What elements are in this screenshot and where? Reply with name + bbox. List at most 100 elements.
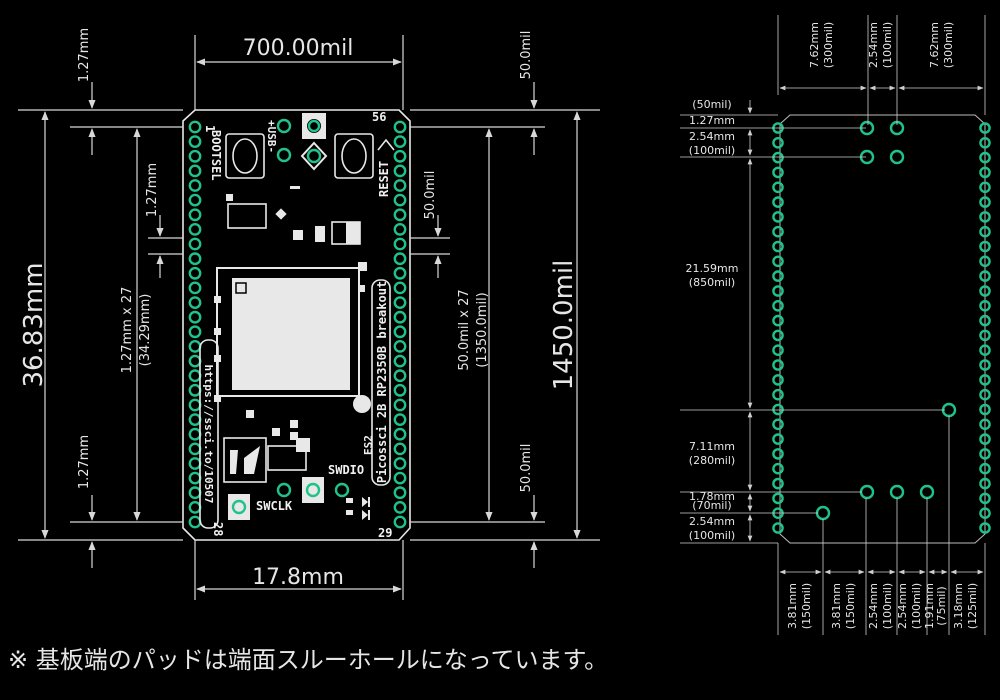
edge-pad [393, 398, 407, 412]
url-label: https://ssci.to/10507 [202, 364, 215, 503]
bootsel-button-outline [225, 133, 265, 179]
edge-pad [979, 433, 991, 445]
edge-pad [393, 281, 407, 295]
edge-pad [772, 433, 784, 445]
edge-pad [979, 448, 991, 460]
edge-pad [979, 418, 991, 431]
swclk-label: SWCLK [256, 499, 293, 513]
rv-left-label-4-mm: 7.11mm [689, 440, 735, 453]
edge-pad [979, 151, 991, 164]
left-inner-small-label: 1.27mm [145, 163, 160, 217]
left-pitch-label-2: (34.29mm) [138, 294, 153, 367]
edge-pad [188, 325, 202, 339]
rv-left-label-2-mm: 2.54mm [689, 130, 735, 143]
edge-pad [188, 135, 202, 149]
left-view: 700.00mil 17.8mm 36.83mm 1.27mm 1.27mm [18, 28, 600, 600]
edge-pad [188, 120, 202, 134]
right-view-right-pads [979, 122, 991, 534]
edge-pad [393, 325, 407, 339]
dimension-drawing: 700.00mil 17.8mm 36.83mm 1.27mm 1.27mm [18, 15, 991, 635]
edge-pad [188, 398, 202, 412]
edge-pad [188, 427, 202, 441]
edge-pad [772, 151, 784, 164]
edge-pad [772, 166, 784, 179]
edge-pad [393, 120, 407, 134]
edge-pad [979, 329, 991, 342]
edge-pad [188, 413, 202, 426]
rv-left-label-0-mil: (50mil) [692, 98, 731, 111]
edge-pad [188, 354, 202, 368]
right-board-outline [779, 114, 986, 544]
swdio-label: SWDIO [328, 463, 364, 477]
edge-pad [979, 522, 991, 534]
edge-pad [979, 181, 991, 194]
right-height-label: 1450.0mil [549, 260, 579, 391]
right-inner-small-label: 50.0mil [423, 171, 438, 220]
edge-pad [393, 413, 407, 426]
edge-pad [393, 296, 407, 309]
edge-pad [772, 388, 784, 401]
edge-pad [393, 310, 407, 324]
right-view-left-pads [772, 122, 784, 534]
edge-pad [393, 266, 407, 280]
edge-pad [188, 149, 202, 163]
bottom-width-label: 17.8mm [252, 565, 344, 590]
edge-pad [772, 522, 784, 534]
rv-bottom-label-0-mm: 3.81mm [786, 583, 799, 629]
edge-pad [393, 486, 407, 500]
edge-pad [393, 442, 407, 456]
edge-pad [393, 369, 407, 383]
rv-left-label-5-mil: (70mil) [692, 499, 731, 512]
edge-pad [772, 403, 784, 416]
edge-pad [979, 507, 991, 520]
edge-pad [772, 418, 784, 431]
pin56-label: 56 [372, 110, 386, 124]
board-name-label: Picossci 2B RP2350B breakout [375, 281, 389, 483]
left-edge-pads [188, 120, 202, 529]
rv-left-label-3-mil: (850mil) [689, 276, 735, 289]
rv-bottom-label-5-mm: 3.18mm [952, 583, 965, 629]
right-pitch-label-2: (1350.0mil) [475, 292, 490, 368]
rv-left-label-6-mil: (100mil) [689, 529, 735, 542]
edge-pad [188, 339, 202, 353]
note-text: ※ 基板端のパッドは端面スルーホールになっています。 [8, 646, 609, 674]
edge-pad [188, 442, 202, 456]
pin29-label: 29 [378, 526, 392, 540]
edge-pad [393, 135, 407, 149]
pin28-label: 28 [211, 522, 225, 536]
edge-pad [772, 314, 784, 327]
rv-bottom-label-0-mil: (150mil) [800, 583, 813, 629]
rv-bottom-label-4-mil: (75mil) [935, 586, 948, 625]
edge-pad [979, 136, 991, 149]
rv-bottom-label-2-mm: 2.54mm [867, 583, 880, 629]
rv-top-label-2-mm: 7.62mm [928, 22, 941, 68]
edge-pad [979, 374, 991, 386]
right-bottom-edge-label: 50.0mil [519, 444, 534, 493]
rv-left-label-6-mm: 2.54mm [689, 515, 735, 528]
edge-pad [979, 270, 991, 282]
board-silkscreen: 1 56 BOOTSEL RESET +USB- [199, 110, 395, 540]
edge-pad [188, 486, 202, 500]
edge-pad [772, 492, 784, 505]
usb-label: +USB- [265, 120, 278, 153]
edge-pad [393, 179, 407, 192]
edge-pad [772, 211, 784, 223]
connector-outline [267, 445, 307, 471]
edge-pad [393, 222, 407, 236]
right-view-inner-holes [815, 120, 957, 521]
edge-pad [393, 252, 407, 266]
rv-bottom-label-3-mm: 2.54mm [896, 583, 909, 629]
edge-pad [188, 281, 202, 295]
edge-pad [188, 515, 202, 529]
edge-pad [979, 285, 991, 297]
rv-bottom-label-1-mm: 3.81mm [830, 583, 843, 629]
edge-pad [979, 240, 991, 253]
edge-pad [979, 314, 991, 327]
edge-pad [979, 359, 991, 371]
edge-pad [979, 388, 991, 401]
edge-pad [393, 149, 407, 163]
board-name-frame [371, 279, 391, 486]
right-edge-pads [393, 120, 407, 529]
edge-pad [393, 383, 407, 397]
es2-label: ES2 [362, 435, 375, 455]
